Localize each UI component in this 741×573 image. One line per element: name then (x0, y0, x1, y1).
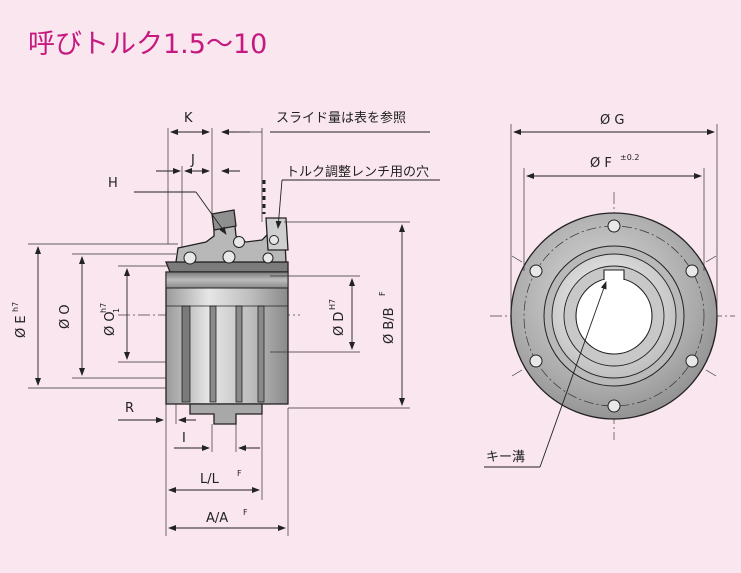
label-J: J (190, 153, 195, 168)
label-L-sup: F (237, 469, 242, 478)
label-B: Ø B/B (382, 307, 397, 344)
section-nut (211, 209, 237, 231)
keyway (603, 269, 625, 280)
label-E-sup: h7 (11, 302, 20, 312)
label-H: H (108, 176, 118, 191)
label-R: R (125, 401, 134, 416)
label-E: Ø E (14, 315, 29, 338)
groove-2 (209, 305, 217, 403)
ball-1 (183, 251, 197, 265)
label-O1: Ø O (103, 311, 118, 336)
label-B-group: Ø B/B F (378, 291, 397, 344)
bolt-hole-ll (529, 354, 543, 368)
bore (575, 277, 653, 355)
label-D-sup: H7 (328, 299, 337, 310)
section-adjust-block (265, 217, 289, 251)
label-O: Ø O (58, 304, 73, 329)
groove-1 (181, 305, 191, 403)
side-view: K J H スライド量は表を参照 トルク調整レンチ用の穴 R I L/L F A… (11, 110, 440, 536)
label-A-sup: F (243, 508, 248, 517)
label-A-group: A/A F (206, 508, 248, 526)
section-top-hub (165, 261, 289, 273)
groove-4 (257, 305, 265, 403)
label-A: A/A (206, 511, 228, 526)
label-B-sup: F (378, 291, 387, 296)
bolt-hole-top (607, 219, 621, 233)
bolt-hole-ur (685, 264, 699, 278)
label-O1-group: Ø O 1 h7 (99, 303, 121, 336)
section-plates (175, 215, 287, 263)
label-D: Ø D (332, 312, 347, 336)
slide-note: スライド量は表を参照 (276, 110, 406, 126)
wrench-note: トルク調整レンチ用の穴 (286, 165, 429, 180)
key-note: キー溝 (486, 450, 525, 465)
front-view: Ø G Ø F ±0.2 キー溝 (484, 113, 735, 468)
label-O1-sub: 1 (112, 308, 121, 313)
page-title: 呼びトルク1.5～10 (28, 29, 268, 60)
label-D-group: Ø D H7 (328, 299, 347, 336)
label-L: L/L (200, 472, 220, 487)
label-E-group: Ø E h7 (11, 302, 29, 338)
ball-3 (233, 236, 245, 248)
label-K: K (184, 111, 193, 126)
label-F-sup: ±0.2 (620, 153, 639, 162)
label-I: I (182, 431, 186, 446)
label-O-group: Ø O (58, 304, 73, 329)
ball-5 (269, 235, 279, 245)
label-F: Ø F (590, 156, 612, 171)
label-F-group: Ø F ±0.2 (590, 153, 639, 171)
lower-hub (189, 403, 263, 425)
hub-band (165, 271, 289, 289)
groove-3 (235, 305, 243, 403)
bolt-hole-ul (529, 264, 543, 278)
ball-4 (262, 252, 274, 264)
ball-2 (222, 250, 236, 264)
bolt-hole-bottom (607, 399, 621, 413)
label-L-group: L/L F (200, 469, 242, 487)
label-O1-sup: h7 (99, 303, 108, 313)
bolt-hole-lr (685, 354, 699, 368)
label-G: Ø G (600, 113, 624, 128)
